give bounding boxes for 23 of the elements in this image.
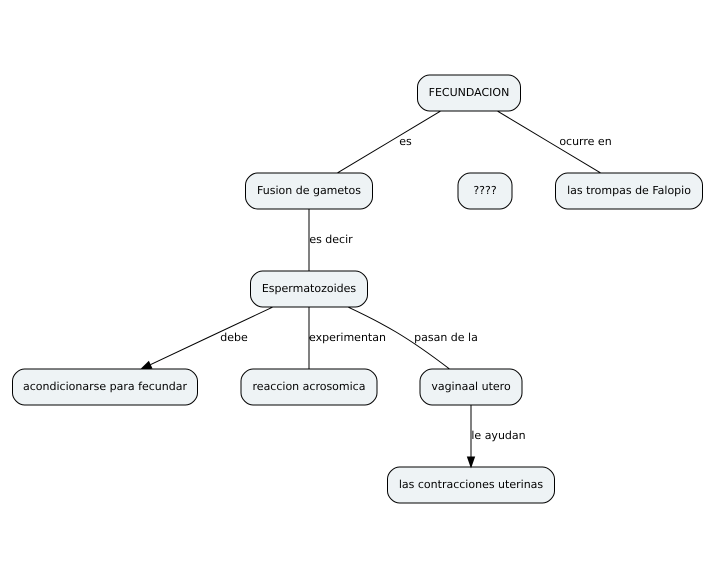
node-box: acondicionarse para fecundar xyxy=(12,368,198,405)
connector xyxy=(336,110,441,173)
arrow xyxy=(466,404,476,468)
connector xyxy=(348,306,450,369)
connector xyxy=(497,110,602,173)
edge-label: es xyxy=(399,134,412,148)
node-box: las contracciones uterinas xyxy=(387,466,555,503)
edge-label: pasan de la xyxy=(414,330,478,344)
node-box: vaginaal utero xyxy=(420,368,522,405)
edge-label: es decir xyxy=(309,232,353,246)
node-box: ???? xyxy=(458,172,512,209)
arrow xyxy=(140,306,274,370)
node-box: Fusion de gametos xyxy=(245,172,373,209)
edge-label: debe xyxy=(220,330,248,344)
connector xyxy=(308,208,310,271)
connector xyxy=(308,306,310,369)
node-box: Espermatozoides xyxy=(250,270,368,307)
node-box: FECUNDACION xyxy=(417,74,521,111)
node-box: las trompas de Falopio xyxy=(555,172,703,209)
node-box: reaccion acrosomica xyxy=(240,368,378,405)
edge-label: experimentan xyxy=(309,330,386,344)
edge-label: le ayudan xyxy=(471,428,526,442)
edge-label: ocurre en xyxy=(559,134,612,148)
